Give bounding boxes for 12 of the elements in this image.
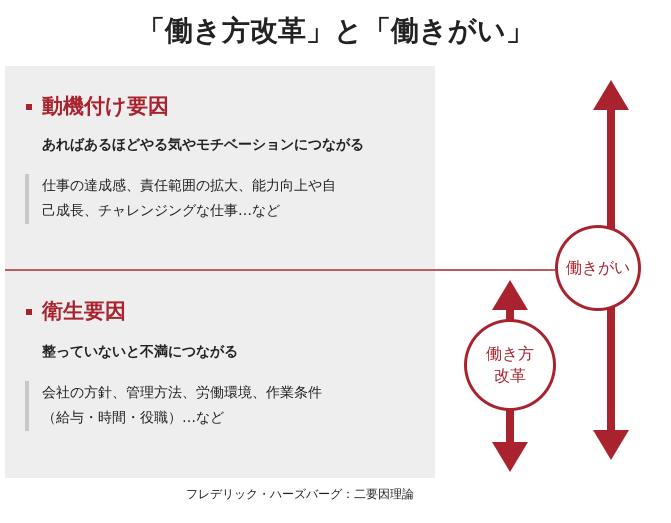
- quoted-text: 会社の方針、管理方法、労働環境、作業条件（給与・時間・役職）…など: [25, 381, 342, 431]
- title: 「働き方改革」と「働きがい」: [136, 13, 535, 49]
- caption: フレデリック・ハーズバーグ：二要因理論: [185, 486, 415, 503]
- circle-label: 働きがい: [555, 225, 641, 311]
- section-panel: [5, 271, 435, 478]
- quoted-text: 仕事の達成感、責任範囲の拡大、能力向上や自己成長、チャレンジングな仕事…など: [25, 174, 342, 224]
- section-panel: [5, 66, 435, 269]
- section-heading: 衛生要因: [42, 298, 126, 325]
- section-subtitle: あればあるほどやる気やモチベーションにつながる: [42, 136, 364, 154]
- section-heading: 動機付け要因: [42, 93, 169, 120]
- section-subtitle: 整っていないと不満につながる: [42, 343, 238, 361]
- circle-label: 働き方改革: [464, 319, 556, 411]
